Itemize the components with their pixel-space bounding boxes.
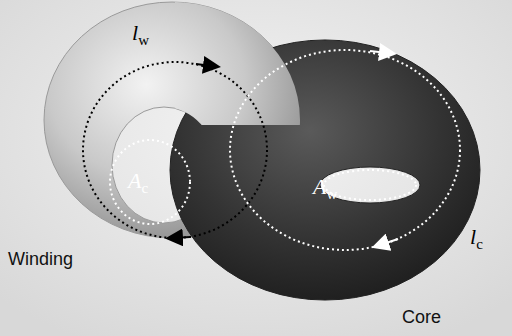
part-name: Winding <box>8 250 73 268</box>
part-name: Core <box>402 308 441 326</box>
core-mean-path <box>230 50 460 250</box>
area-symbol: Ac <box>128 170 148 192</box>
path-length-symbol: lw <box>132 22 149 44</box>
winding-arrow <box>174 237 190 238</box>
core-arrow <box>370 51 388 53</box>
winding-mean-path <box>83 62 267 238</box>
winding-window <box>324 170 416 200</box>
area-symbol: Aw <box>313 176 337 198</box>
core-arrow <box>380 239 398 245</box>
path-length-symbol: lc <box>470 226 483 248</box>
winding-arrow <box>196 64 212 66</box>
core-cross-section <box>110 140 190 224</box>
